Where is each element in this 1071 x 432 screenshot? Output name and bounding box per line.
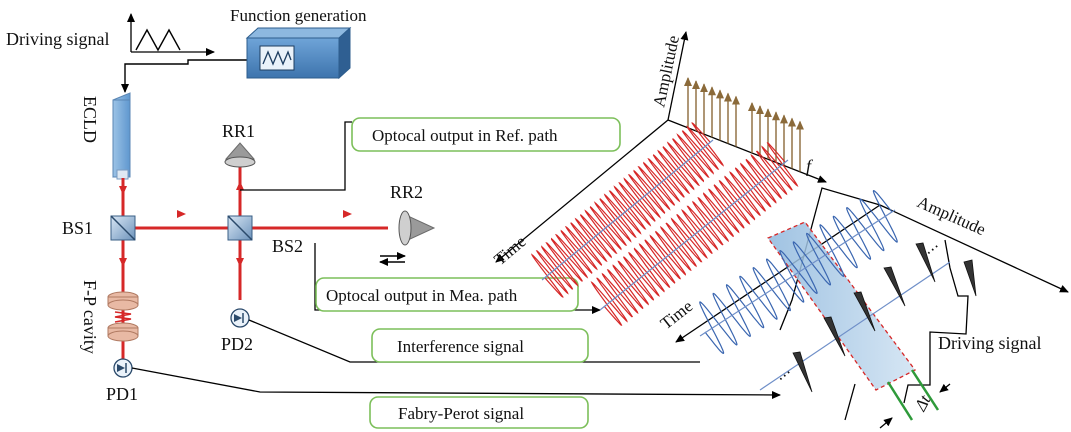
rr2-retroreflector: RR2 bbox=[379, 182, 436, 266]
bs2-label: BS2 bbox=[272, 236, 303, 256]
driving-signal-right-label: Driving signal bbox=[938, 333, 1042, 353]
interference-label: Interference signal bbox=[397, 337, 524, 356]
function-generation-label: Function generation bbox=[230, 6, 367, 25]
fp-peaks bbox=[792, 242, 977, 393]
triangle-wave-icon bbox=[135, 28, 181, 52]
fp-cavity: F-P cavity bbox=[80, 280, 139, 354]
bs1-label: BS1 bbox=[62, 218, 93, 238]
pd2-photodiode: PD2 bbox=[221, 308, 253, 354]
spectral-lines-group-1 bbox=[684, 77, 740, 147]
bs1-cube: BS1 bbox=[62, 215, 136, 241]
ecld-label: ECLD bbox=[80, 96, 100, 143]
laser-beams bbox=[121, 164, 388, 360]
driving-signal-top: Driving signal bbox=[6, 13, 247, 93]
ref-path-label: Optocal output in Ref. path bbox=[372, 126, 558, 145]
upper-plot-axes bbox=[495, 31, 827, 263]
mea-path-label: Optocal output in Mea. path bbox=[326, 286, 518, 305]
driving-signal-top-label: Driving signal bbox=[6, 29, 110, 49]
interference-baseline bbox=[699, 209, 896, 337]
gating-window bbox=[767, 221, 916, 391]
delta-t-label: Δt bbox=[910, 391, 935, 415]
interference-baseline-2 bbox=[759, 261, 951, 391]
mea-path-box: Optocal output in Mea. path bbox=[315, 277, 579, 312]
delta-t-markers: Δt bbox=[879, 369, 951, 429]
rr2-label: RR2 bbox=[390, 182, 423, 202]
f-axis-label: f bbox=[806, 156, 814, 176]
rr1-label: RR1 bbox=[222, 121, 255, 141]
function-generator: Function generation bbox=[230, 6, 367, 80]
mea-wave-baseline bbox=[599, 159, 789, 311]
ecld-laser: ECLD bbox=[80, 92, 131, 180]
pd1-photodiode: PD1 bbox=[106, 358, 138, 404]
rr1-retroreflector: RR1 bbox=[222, 121, 256, 168]
time-bottom-label: Time bbox=[657, 296, 696, 333]
ref-path-box: Optocal output in Ref. path bbox=[351, 117, 621, 152]
bs2-cube: BS2 bbox=[227, 215, 303, 256]
beam-direction-arrows bbox=[119, 181, 352, 267]
interference-box: Interference signal bbox=[371, 328, 589, 363]
fabry-perot-label: Fabry-Perot signal bbox=[398, 404, 524, 423]
pd1-label: PD1 bbox=[106, 384, 138, 404]
spectral-lines-group-2 bbox=[748, 102, 804, 172]
amplitude-bottom-label: Amplitude bbox=[914, 192, 988, 239]
sawtooth-display-icon bbox=[262, 50, 292, 66]
fp-cavity-label: F-P cavity bbox=[80, 280, 100, 354]
fabry-perot-box: Fabry-Perot signal bbox=[369, 396, 589, 429]
pd2-label: PD2 bbox=[221, 334, 253, 354]
ref-wave-baseline bbox=[541, 139, 714, 281]
time-top-label: Time bbox=[490, 232, 529, 269]
